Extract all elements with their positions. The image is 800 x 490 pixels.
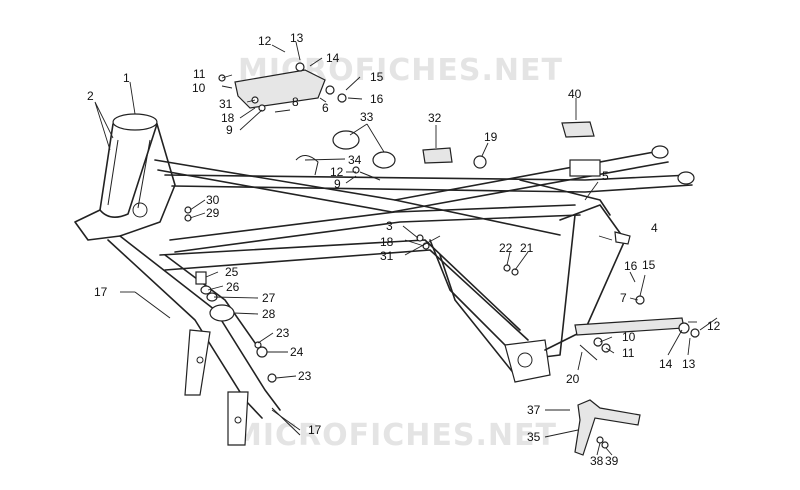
callout-17-left: 17 [94,285,108,299]
callout-14-top: 14 [326,51,340,65]
callout-12-top: 12 [258,34,272,48]
callout-18-upper: 18 [221,111,235,125]
bolt-17-lower [271,407,301,436]
callout-35: 35 [527,430,541,444]
callout-2: 2 [87,89,94,103]
callout-15-top: 15 [370,70,384,84]
bolt-17-front [134,291,171,319]
spacer-25 [195,271,207,285]
callout-23-lower: 23 [298,369,312,383]
callout-labels: 1 2 3 4 5 6 7 8 9 9 10 10 11 11 12 12 12… [87,31,721,468]
callout-28: 28 [262,307,276,321]
callout-29: 29 [206,206,220,220]
callout-37: 37 [527,403,541,417]
callout-19: 19 [484,130,498,144]
callout-6: 6 [322,101,329,115]
fitting-4 [614,231,631,245]
callout-40: 40 [568,87,582,101]
callout-33: 33 [360,110,374,124]
callout-14-right: 14 [659,357,673,371]
callout-25: 25 [225,265,239,279]
callout-27: 27 [262,291,276,305]
callout-30: 30 [206,193,220,207]
callout-3: 3 [386,219,393,233]
callout-18-mid: 18 [380,235,394,249]
motorcycle-frame [74,113,695,446]
callout-31-mid: 31 [380,249,394,263]
watermark-bottom: MICROFICHES.NET [232,418,557,453]
callout-11-upper: 11 [193,67,206,81]
callout-7: 7 [620,291,627,305]
callout-31-upper: 31 [219,97,233,111]
clip-34 [295,155,319,176]
bracket-35 [574,399,641,456]
callout-12-mid: 12 [330,165,344,179]
callout-21: 21 [520,241,534,255]
pad-40 [561,121,595,138]
bolt-20 [579,344,598,361]
callout-5: 5 [602,169,609,183]
callout-34: 34 [348,153,362,167]
callout-16-right: 16 [624,259,638,273]
pad-32 [422,147,453,164]
callout-38: 38 [590,454,604,468]
callout-8: 8 [292,95,299,109]
callout-13-right: 13 [682,357,696,371]
callout-12-right: 12 [707,319,721,333]
callout-20: 20 [566,372,580,386]
parts [134,62,700,456]
callout-16-top: 16 [370,92,384,106]
callout-10-right: 10 [622,330,636,344]
callout-4: 4 [651,221,658,235]
callout-17-lower: 17 [308,423,322,437]
nut-19 [473,155,487,169]
rubber-28 [209,304,235,322]
callout-10-upper: 10 [192,81,206,95]
callout-1: 1 [123,71,130,85]
callout-9-upper: 9 [226,123,233,137]
leader-lines [94,41,718,456]
callout-15-right: 15 [642,258,656,272]
callout-39: 39 [605,454,619,468]
callout-22: 22 [499,241,513,255]
callout-23-upper: 23 [276,326,290,340]
callout-32: 32 [428,111,442,125]
callout-24: 24 [290,345,304,359]
callout-9-mid: 9 [334,177,341,191]
callout-13-top: 13 [290,31,304,45]
callout-11-right: 11 [622,346,635,360]
callout-26: 26 [226,280,240,294]
bushing-33 [332,130,360,150]
